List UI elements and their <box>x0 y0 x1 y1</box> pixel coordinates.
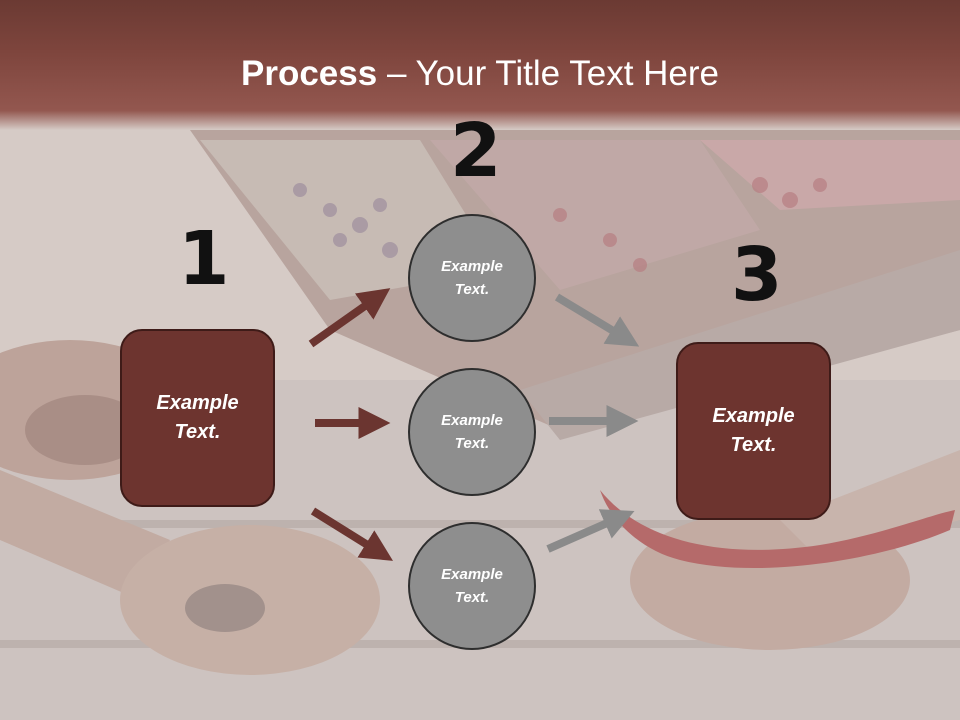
step-1-text: Example Text. <box>156 389 238 447</box>
header-band <box>0 0 960 130</box>
step-2-circle-middle[interactable]: Example Text. <box>408 368 536 496</box>
circle-top-text: Example Text. <box>441 255 503 301</box>
circle-top-line-2: Text. <box>454 281 490 298</box>
step-3-box[interactable]: Example Text. <box>676 342 831 520</box>
step-3-text: Example Text. <box>712 402 794 460</box>
arrow-icon <box>554 293 640 347</box>
circle-top-line-1: Example <box>441 258 503 275</box>
step-number-3: 3 <box>731 232 783 318</box>
step-3-line-2: Text. <box>730 434 777 456</box>
step-1-box[interactable]: Example Text. <box>120 329 275 507</box>
arrow-icon <box>546 509 635 553</box>
step-2-circle-top[interactable]: Example Text. <box>408 214 536 342</box>
arrow-icon <box>308 288 391 348</box>
circle-middle-line-2: Text. <box>454 435 490 452</box>
step-1-line-1: Example <box>156 392 239 414</box>
circle-bottom-text: Example Text. <box>441 563 503 609</box>
step-2-circle-bottom[interactable]: Example Text. <box>408 522 536 650</box>
circle-bottom-line-2: Text. <box>454 589 490 606</box>
title-bold: Process <box>241 54 378 93</box>
circle-middle-line-1: Example <box>441 412 503 429</box>
step-1-line-2: Text. <box>174 421 221 443</box>
step-number-1: 1 <box>178 216 230 302</box>
step-3-line-1: Example <box>712 405 795 427</box>
arrow-icon <box>310 507 394 561</box>
title-rest: – Your Title Text Here <box>377 54 719 93</box>
page-title: Process – Your Title Text Here <box>0 52 960 96</box>
circle-middle-text: Example Text. <box>441 409 503 455</box>
step-number-2: 2 <box>450 108 502 194</box>
circle-bottom-line-1: Example <box>441 566 503 583</box>
